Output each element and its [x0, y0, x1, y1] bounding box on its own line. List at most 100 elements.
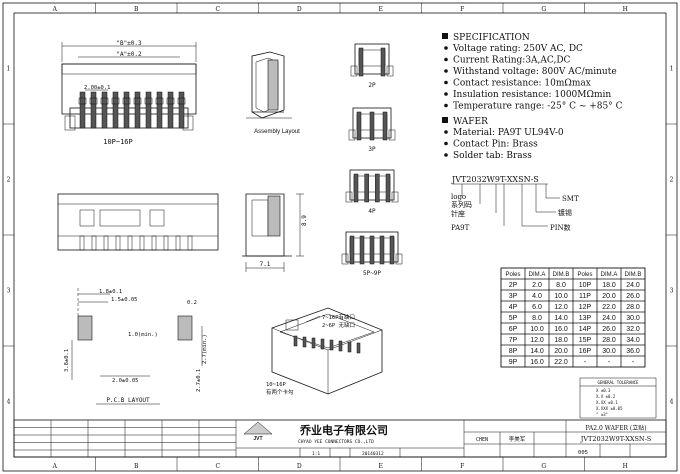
- dim-table-cell: 10.0: [554, 293, 568, 300]
- spec-line: Insulation resistance: 1000MΩmin: [453, 90, 611, 100]
- code-label-material: PA9T: [451, 224, 470, 232]
- variant-label: 4P: [368, 208, 376, 215]
- checked-by: 李美军: [509, 435, 526, 443]
- dim-table-header: Poles: [505, 272, 520, 278]
- wafer-line: Material: PA9T UL94V-0: [453, 128, 564, 138]
- pcb-dim-5: 2.0±0.05: [112, 378, 139, 384]
- dim-table-cell: 30.0: [626, 315, 640, 322]
- dim-table-cell: 32.0: [626, 326, 640, 333]
- code-label-header: 针座: [451, 209, 465, 218]
- part-code: JVT2032W9T-XXSN-S: [451, 175, 539, 184]
- row-label-right: 4: [670, 399, 674, 406]
- spec-line: Contact resistance: 10mΩmax: [453, 79, 591, 89]
- iso-note-4: 有两个卡勾: [266, 388, 294, 396]
- dim-table-cell: 11P: [579, 293, 591, 300]
- dim-table-cell: 12P: [579, 304, 592, 311]
- pcb-dim-1: 1.8±0.1: [99, 289, 122, 295]
- spec-line: Voltage rating: 250V AC, DC: [452, 44, 583, 54]
- dim-table-cell: 26.0: [626, 293, 640, 300]
- dim-table-cell: 8.0: [556, 282, 566, 289]
- dim-table-cell: 4.0: [532, 293, 542, 300]
- col-label-top: F: [460, 6, 464, 13]
- drawn-by: CHEN: [476, 437, 488, 443]
- col-label-bottom: E: [379, 463, 383, 470]
- dim-table-cell: 28.0: [602, 337, 616, 344]
- pcb-dim-3: 0.2: [187, 300, 197, 306]
- dim-table-cell: 3P: [509, 293, 518, 300]
- front-pins: [79, 235, 193, 251]
- dim-table-cell: 34.0: [626, 337, 640, 344]
- drawing-part-number: JVT2032W9T-XXSN-S: [580, 435, 652, 443]
- code-label-plating: 镀锡: [558, 208, 572, 217]
- code-label-pins: PIN数: [550, 223, 571, 232]
- assembly-caption: Assembly Layout: [254, 129, 300, 135]
- iso-note-3: 10~16P: [266, 382, 287, 388]
- dim-table-cell: 15P: [579, 337, 592, 344]
- variant-label: 5P~9P: [363, 270, 381, 277]
- dim-table-cell: -: [632, 359, 635, 366]
- dim-table-cell: 12.0: [530, 337, 544, 344]
- date-value: 20140312: [362, 451, 384, 457]
- dim-table-cell: 8.0: [532, 315, 542, 322]
- col-label-bottom: A: [52, 463, 58, 470]
- dim-table-cell: -: [608, 359, 611, 366]
- code-label-smt: SMT: [562, 195, 579, 203]
- dim-table-cell: 14.0: [530, 348, 544, 355]
- tolerance-rows: X ±0.3X.X ±0.2X.XX ±0.1X.XXX ±0.05° ±3°: [596, 388, 623, 417]
- iso-note-1: 7~16P有缺口: [322, 313, 355, 321]
- dim-table-cell: 14.0: [554, 315, 568, 322]
- col-label-bottom: G: [541, 463, 546, 470]
- tolerance-row: X.X ±0.2: [596, 394, 616, 399]
- top-view-caption: 10P~16P: [103, 138, 133, 146]
- dim-table-cell: 20.0: [602, 293, 616, 300]
- pitch-label: 2.00±0.1: [84, 85, 111, 91]
- col-label-bottom: F: [460, 463, 464, 470]
- title-block: JVT 乔业电子有限公司 CHYAO YEE CONNECTORS CO.,LT…: [13, 419, 667, 458]
- pcb-dim-4: 1.0(min.): [128, 332, 158, 338]
- dim-table-cell: 10.0: [530, 326, 544, 333]
- company-name-cn: 乔业电子有限公司: [299, 423, 388, 437]
- pcb-dim-2: 1.5±0.05: [111, 297, 138, 303]
- col-label-top: E: [379, 6, 383, 13]
- dim-table-header: Poles: [577, 272, 592, 278]
- dim-table-header: DIM.A: [601, 272, 618, 278]
- dim-table-cell: 16P: [579, 348, 592, 355]
- scale-value: 1:1: [312, 451, 320, 457]
- dim-table-cell: 7P: [509, 337, 518, 344]
- dim-table-cell: 14P: [579, 326, 592, 333]
- tolerance-row: ° ±3°: [596, 412, 608, 417]
- logo-text: JVT: [253, 436, 262, 442]
- col-label-top: C: [215, 6, 220, 13]
- top-view: "B"±0.3 "A"±0.2 2.00±0.1 10P~16P: [61, 40, 197, 146]
- col-label-bottom: C: [215, 463, 220, 470]
- tolerance-row: X.XXX ±0.05: [596, 406, 623, 411]
- dim-table-cell: -: [584, 359, 587, 366]
- frame-ticks: [3, 3, 677, 471]
- sheet-number: 005: [578, 450, 588, 456]
- pcb-dim-6: 2.7(min.): [202, 334, 208, 364]
- side-view: 8.9 7.1: [242, 193, 308, 272]
- dim-table-cell: 12.0: [554, 304, 568, 311]
- col-label-top: H: [623, 6, 628, 13]
- dim-table-cell: 24.0: [602, 315, 616, 322]
- dim-a-label: "A"±0.2: [116, 51, 142, 58]
- dim-b-label: "B"±0.3: [116, 40, 142, 47]
- company-name-en: CHYAO YEE CONNECTORS CO.,LTD: [298, 439, 374, 445]
- row-label-left: 3: [7, 288, 11, 295]
- dim-table-cell: 20.0: [554, 348, 568, 355]
- dim-table-cell: 5P: [509, 315, 518, 322]
- row-label-right: 1: [670, 66, 674, 73]
- assembly-layout: Assembly Layout: [246, 51, 300, 135]
- pcb-layout: 1.8±0.1 1.5±0.05 0.2 1.0(min.) 2.0±0.05 …: [64, 288, 208, 405]
- dim-table-cell: 8P: [509, 348, 518, 355]
- col-label-bottom: H: [623, 463, 628, 470]
- dim-table-cell: 13P: [579, 315, 592, 322]
- dim-table-header: DIM.B: [553, 272, 570, 278]
- company-logo: JVT: [243, 421, 273, 442]
- col-label-top: G: [541, 6, 546, 13]
